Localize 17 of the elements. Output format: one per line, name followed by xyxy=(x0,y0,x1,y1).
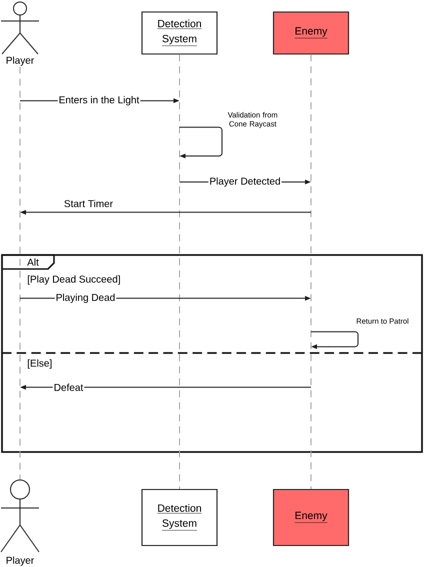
message-label: Enters in the Light xyxy=(58,95,140,106)
participant-box: Detection System xyxy=(141,488,218,546)
message-label: Defeat xyxy=(52,382,84,392)
lifeline xyxy=(310,54,312,490)
participant-box: Enemy xyxy=(272,11,350,55)
lifeline xyxy=(179,54,180,490)
message-label: Playing Dead xyxy=(54,292,116,304)
message-label: Player Detected xyxy=(208,176,282,188)
self-message-arrow xyxy=(310,331,358,350)
frame-tab: Alt xyxy=(2,254,55,270)
actor: Player xyxy=(0,2,40,66)
guard-condition: [Play Dead Succeed] xyxy=(28,275,120,285)
self-message-arrow xyxy=(179,126,222,158)
participant-box: Detection System xyxy=(141,11,218,55)
participant-box: Enemy xyxy=(272,488,350,546)
actor: Player xyxy=(0,480,40,566)
message-label: Start Timer xyxy=(62,198,114,208)
